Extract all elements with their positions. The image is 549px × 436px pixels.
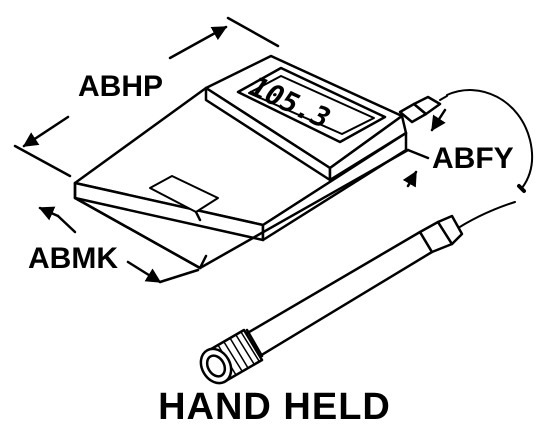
dimension-label-abfy: ABFY [432, 142, 514, 175]
lcd-window [248, 75, 375, 135]
meter-body [73, 54, 410, 270]
meter-housing-side [328, 114, 408, 182]
probe-cable [446, 89, 534, 189]
front-label-plate [149, 175, 219, 213]
dimension-abmk-lines [38, 206, 200, 284]
dimension-abhp-lines [13, 16, 280, 178]
cable-connector [398, 95, 448, 124]
dimension-abfy-lines [402, 108, 447, 188]
dimension-label-abhp: ABHP [78, 70, 163, 103]
dimension-label-abmk: ABMK [28, 242, 118, 275]
probe [199, 214, 464, 385]
diagram-title: HAND HELD [158, 386, 391, 428]
